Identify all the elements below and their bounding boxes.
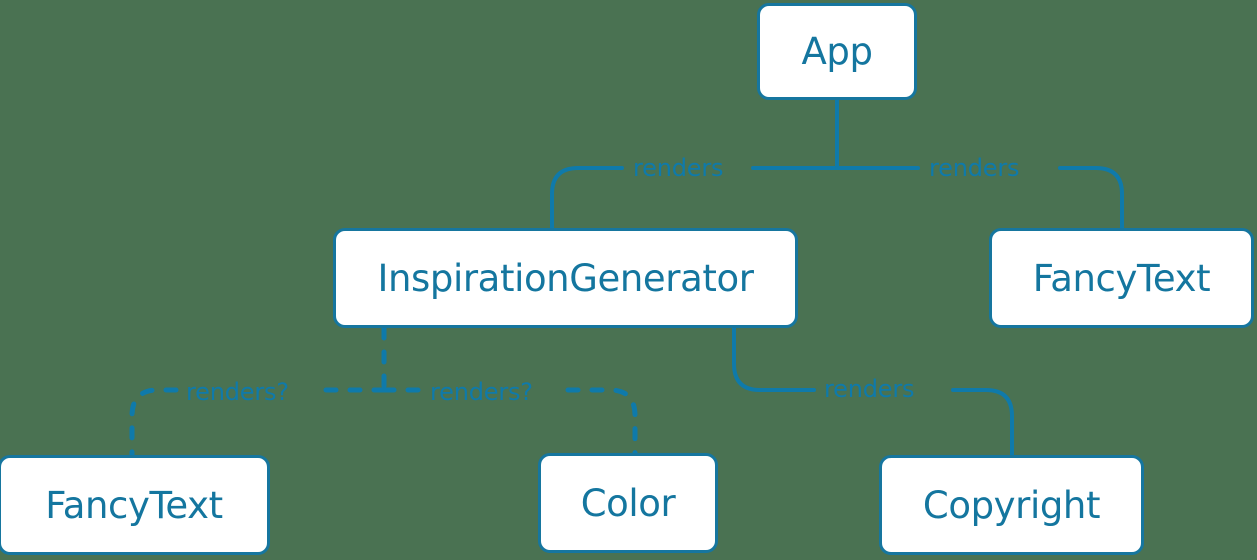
edge-label-inspgen-color: renders? xyxy=(430,378,533,406)
node-app[interactable]: App xyxy=(757,3,917,100)
node-fancytext-top[interactable]: FancyText xyxy=(989,228,1254,328)
edge-label-inspgen-copyright: renders xyxy=(824,375,915,403)
edge-label-app-fancytext: renders xyxy=(929,154,1020,182)
edge-label-inspgen-fancytext: renders? xyxy=(186,378,289,406)
edge-inspgen-copyright-stem xyxy=(732,326,816,392)
edge-app-inspgen-left-seg xyxy=(550,166,624,230)
edge-inspgen-color-dashed-right xyxy=(565,387,638,456)
node-color[interactable]: Color xyxy=(538,453,718,553)
edge-inspgen-fancytext-dashed-left xyxy=(129,387,179,458)
node-fancytext-bottom[interactable]: FancyText xyxy=(0,455,270,555)
edge-label-app-inspgen: renders xyxy=(633,154,724,182)
node-inspiration-generator[interactable]: InspirationGenerator xyxy=(333,228,798,328)
node-copyright[interactable]: Copyright xyxy=(879,455,1144,555)
edge-inspgen-copyright-tail xyxy=(951,388,1014,457)
edge-app-fancytext-right-seg xyxy=(1058,166,1124,230)
